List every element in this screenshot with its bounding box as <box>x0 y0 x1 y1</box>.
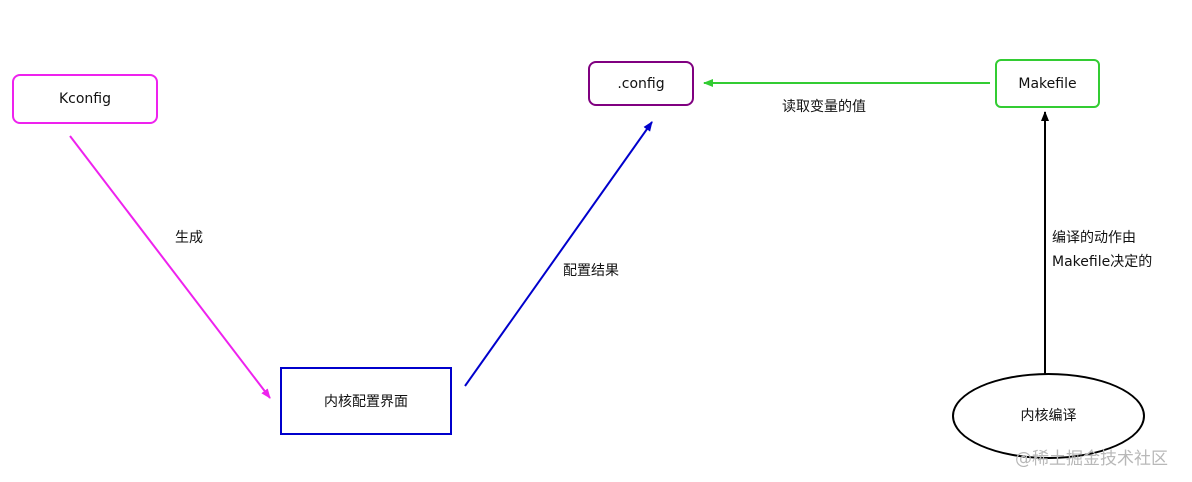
edge-label-read-values: 读取变量的值 <box>782 99 866 115</box>
node-makefile: Makefile <box>995 59 1100 108</box>
edge-label-compile-action-line2: Makefile决定的 <box>1052 254 1153 270</box>
node-config-menu-label: 内核配置界面 <box>324 394 408 410</box>
edge-label-compile-action-line1: 编译的动作由 <box>1052 230 1136 246</box>
node-kconfig: Kconfig <box>12 74 158 124</box>
node-config-menu: 内核配置界面 <box>280 367 452 435</box>
edge-label-config-result: 配置结果 <box>563 263 619 279</box>
node-dotconfig-label: .config <box>617 75 665 92</box>
node-dotconfig: .config <box>588 61 694 106</box>
edge-kconfig-to-menu <box>69 135 271 399</box>
edge-label-compile-action: 编译的动作由 Makefile决定的 <box>1052 226 1152 274</box>
edge-label-generate: 生成 <box>175 230 203 246</box>
node-makefile-label: Makefile <box>1018 75 1077 92</box>
edge-menu-to-config <box>464 121 653 387</box>
node-kconfig-label: Kconfig <box>58 91 112 107</box>
node-kernel-compile: 内核编译 <box>952 373 1145 459</box>
node-kernel-compile-label: 内核编译 <box>1020 408 1077 424</box>
watermark: @稀土掘金技术社区 <box>1015 449 1168 469</box>
